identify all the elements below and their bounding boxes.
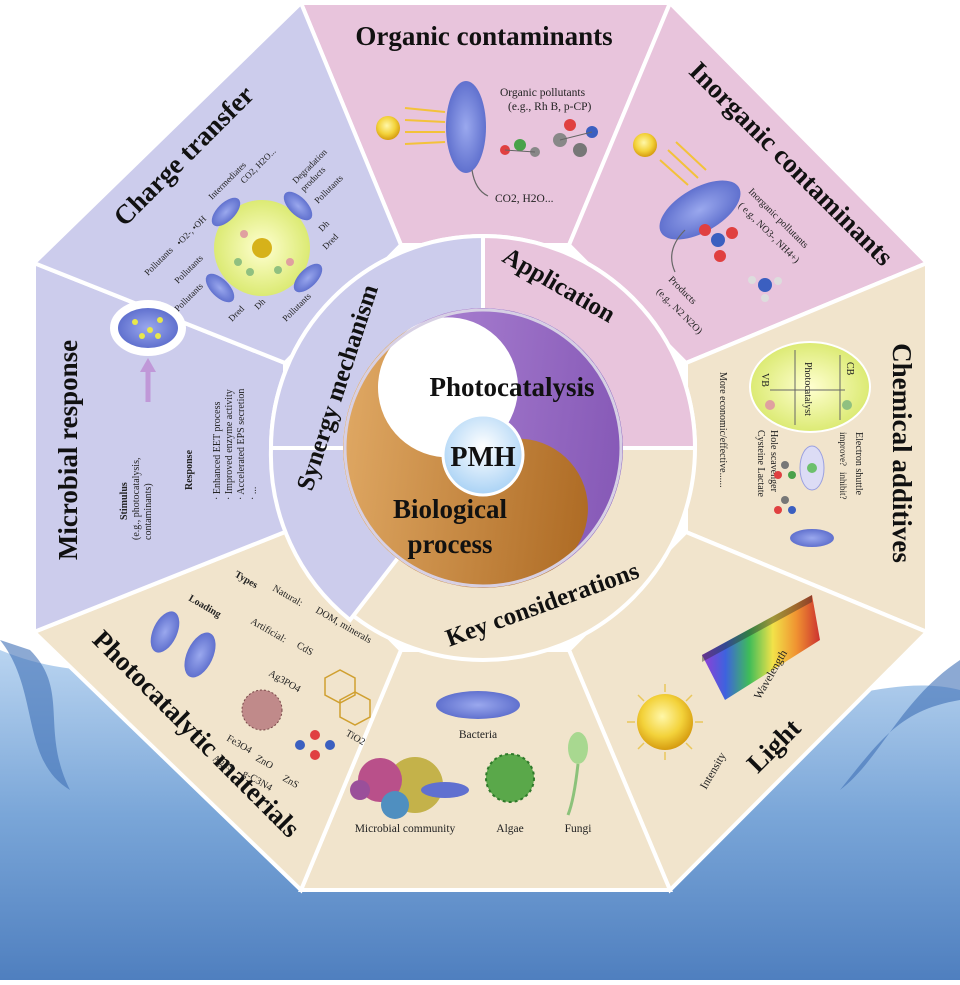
fungi-icon bbox=[566, 732, 588, 816]
stimulus-example: (e.g., photocatalysis, bbox=[131, 458, 142, 540]
photocatalyst-label: Photocatalyst bbox=[802, 362, 813, 416]
products-arrow bbox=[671, 229, 686, 273]
ag3po4-particle-icon bbox=[241, 689, 283, 731]
molecule-icon bbox=[774, 461, 796, 514]
molecule-icon bbox=[500, 119, 598, 157]
community-label: Microbial community bbox=[355, 823, 456, 835]
crystal-icon bbox=[324, 669, 371, 726]
response-item-4: · ... bbox=[248, 487, 259, 500]
algae-icon bbox=[485, 753, 535, 803]
microbe-cell-icon bbox=[293, 263, 323, 293]
electron-shuttle-label: Electron shuttle bbox=[853, 432, 864, 496]
microbial-section: Microbial response Stimulus (e.g., photo… bbox=[53, 300, 259, 560]
microbe-cell-icon bbox=[790, 529, 834, 547]
sun-icon bbox=[376, 116, 400, 140]
photocatalysis-label: Photocatalysis bbox=[430, 372, 595, 402]
bacteria-label: Bacteria bbox=[459, 729, 497, 741]
inhibit-label: inhibit? bbox=[838, 472, 848, 500]
hole-scavenger-label: Hole scavenger bbox=[768, 430, 779, 493]
bacteria-icon bbox=[436, 691, 520, 719]
response-item-2: · Improved enzyme activity bbox=[224, 389, 235, 500]
pmh-label: PMH bbox=[450, 442, 516, 473]
chemical-section: Chemical additives VB CB Photocatalyst E… bbox=[717, 341, 917, 563]
center-circle: PMH Photocatalysis Biological process bbox=[343, 308, 623, 588]
sun-icon bbox=[633, 133, 657, 157]
microbial-title: Microbial response bbox=[53, 340, 83, 560]
spectrum-icon bbox=[702, 595, 820, 700]
loaded-cell-icon bbox=[184, 632, 216, 678]
products-arrow bbox=[471, 169, 489, 197]
water-wave-left bbox=[0, 640, 70, 790]
biological-label: Biological bbox=[393, 494, 507, 524]
molecule-icon bbox=[699, 224, 782, 302]
microbe-cell-icon bbox=[446, 81, 486, 173]
organic-section: Organic contaminants Organic pollutants … bbox=[355, 21, 612, 205]
microbe-cell-icon bbox=[283, 191, 313, 221]
response-item-1: · Enhanced EET process bbox=[212, 402, 223, 500]
chemical-title: Chemical additives bbox=[887, 343, 917, 563]
fungi-label: Fungi bbox=[565, 823, 592, 835]
algae-label: Algae bbox=[496, 823, 523, 835]
microbe-cell-icon bbox=[150, 611, 180, 653]
pmh-badge bbox=[441, 413, 525, 497]
organic-title: Organic contaminants bbox=[355, 21, 612, 51]
water-wave-right bbox=[840, 660, 960, 790]
microbe-cell-icon bbox=[211, 197, 241, 227]
response-label: Response bbox=[184, 449, 195, 490]
cb-label: CB bbox=[844, 362, 855, 376]
cysteine-lactate-label: Cysteine Lactate bbox=[755, 430, 766, 497]
organic-pollutants-label: Organic pollutants bbox=[500, 87, 586, 99]
stimulus-example-2: contaminants) bbox=[143, 483, 154, 540]
process-label: process bbox=[408, 529, 493, 559]
vb-label: VB bbox=[759, 373, 770, 387]
microbe-cell-icon bbox=[659, 180, 741, 240]
lattice-icon bbox=[295, 730, 335, 760]
microbial-community-icon bbox=[350, 757, 469, 819]
organic-pollutants-example: (e.g., Rh B, p-CP) bbox=[508, 101, 592, 113]
key-section: Bacteria Microbial community Algae Fungi bbox=[350, 691, 591, 835]
sun-icon bbox=[637, 694, 693, 750]
organic-products-label: CO2, H2O... bbox=[495, 193, 554, 205]
microbe-cell-icon bbox=[205, 273, 235, 303]
response-item-3: · Accelerated EPS secretion bbox=[236, 389, 247, 500]
more-economic-label: More economic/effective...... bbox=[717, 372, 728, 488]
improve-label: improve? bbox=[838, 432, 848, 466]
stimulus-label: Stimulus bbox=[119, 482, 130, 520]
